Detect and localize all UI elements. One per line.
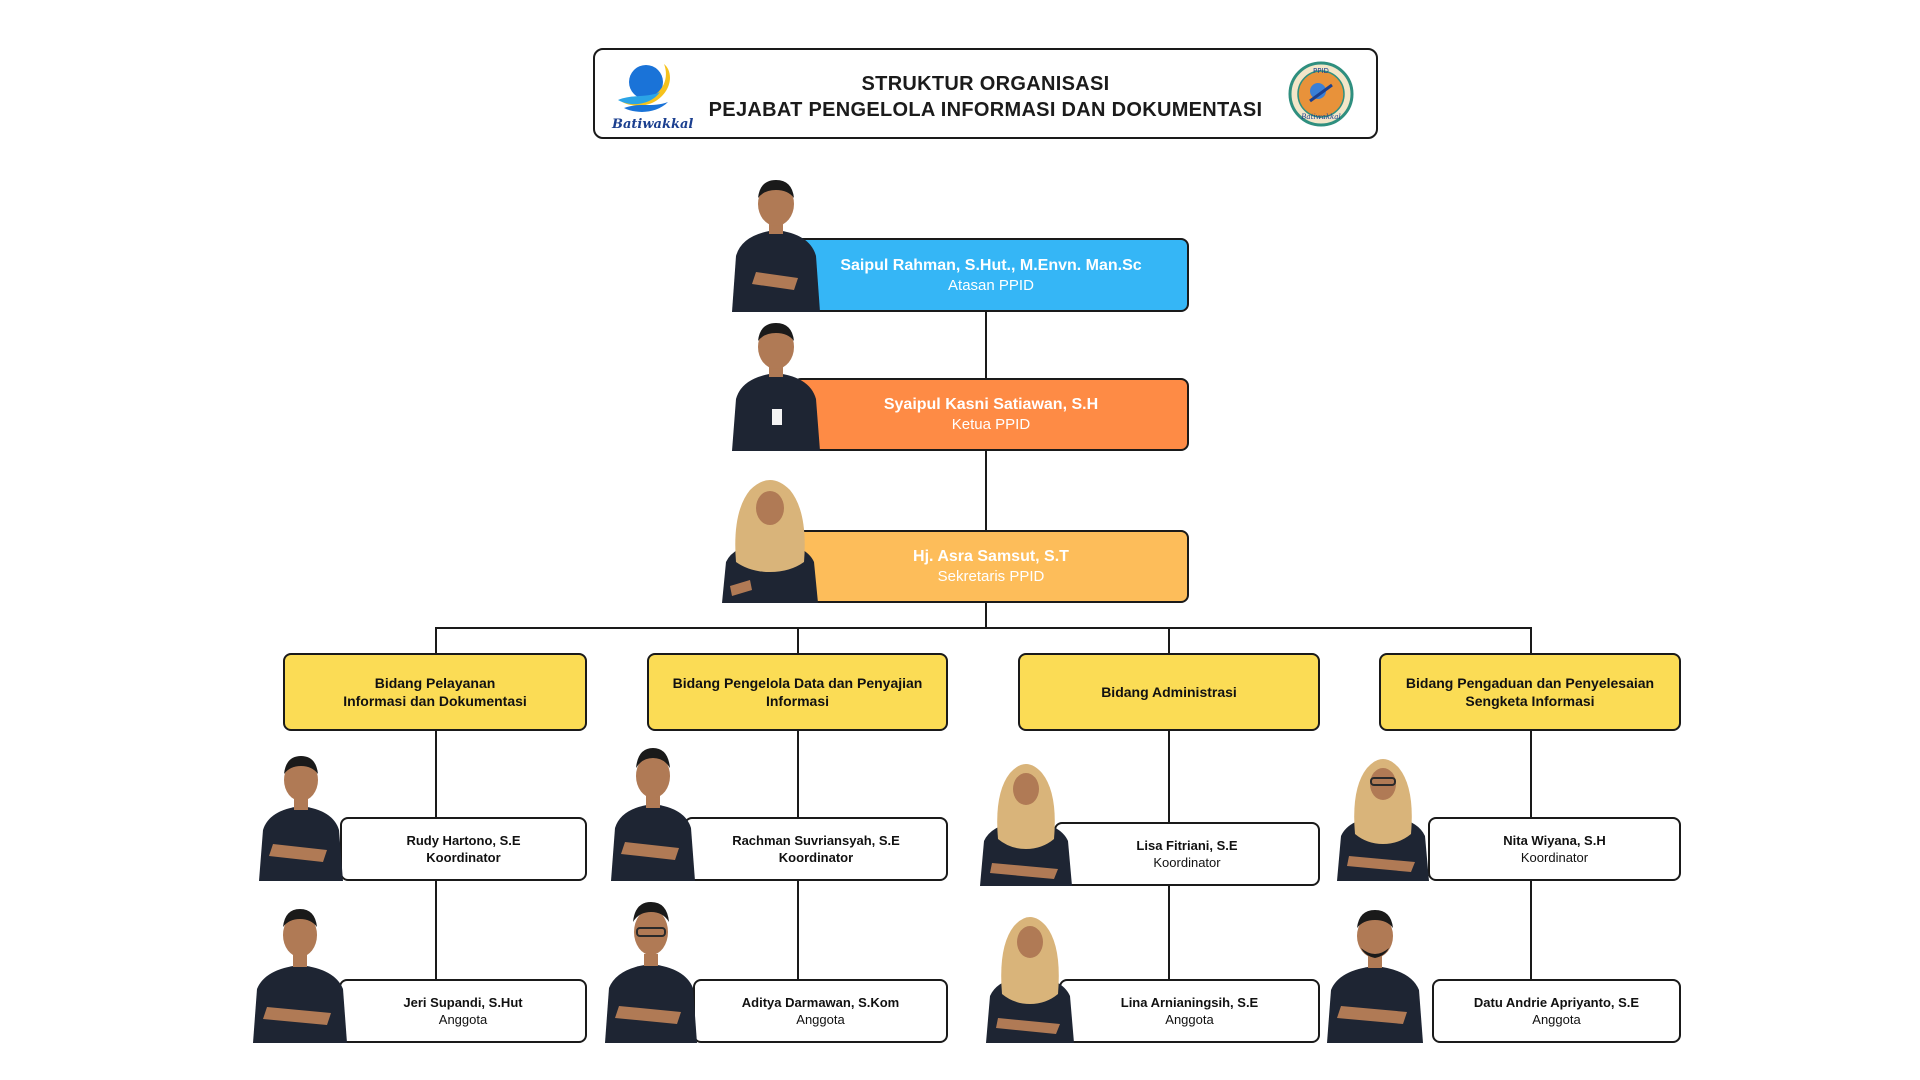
division-title-line-1: Bidang Administrasi <box>1101 684 1237 700</box>
leader-box-ketua: Syaipul Kasni Satiawan, S.H Ketua PPID <box>793 378 1189 451</box>
portrait-photo <box>728 315 824 451</box>
portrait-photo <box>978 745 1074 886</box>
member-role: Koordinator <box>1520 850 1589 865</box>
portrait-photo <box>607 736 699 881</box>
member-box: Lina Arnianingsih, S.E Anggota <box>1059 979 1320 1043</box>
member-role: Koordinator <box>778 850 854 865</box>
portrait-photo <box>984 898 1076 1043</box>
connector-line <box>985 451 987 530</box>
leader-role: Atasan PPID <box>948 276 1034 294</box>
leader-role: Sekretaris PPID <box>937 568 1045 585</box>
member-name: Rudy Hartono, S.E <box>406 833 521 848</box>
division-title-line-1: Bidang Pengelola Data dan Penyajian <box>672 675 923 691</box>
leader-name: Saipul Rahman, S.Hut., M.Envn. Man.Sc <box>840 256 1142 274</box>
title-line-1: STRUKTUR ORGANISASI <box>861 73 1110 95</box>
member-role: Anggota <box>438 1012 488 1027</box>
coordinator-box: Nita Wiyana, S.H Koordinator <box>1428 817 1681 881</box>
portrait-photo <box>728 168 824 312</box>
division-title-line-1: Bidang Pengaduan dan Penyelesaian <box>1405 675 1655 691</box>
division-title-line-2: Sengketa Informasi <box>1465 693 1595 709</box>
leader-box-sekretaris: Hj. Asra Samsut, S.T Sekretaris PPID <box>793 530 1189 603</box>
logo-right-top: PPID <box>1313 67 1329 75</box>
member-role: Anggota <box>796 1012 845 1027</box>
division-title-line-2: Informasi dan Dokumentasi <box>343 693 527 709</box>
connector-line <box>985 603 987 629</box>
connector-line <box>985 312 987 378</box>
portrait-photo <box>603 892 699 1043</box>
division-title-line-2: Informasi <box>765 693 829 709</box>
connector-line <box>435 627 437 653</box>
member-name: Lisa Fitriani, S.E <box>1136 838 1238 853</box>
portrait-photo <box>251 899 349 1043</box>
logo-left-text: Batiwakkal <box>612 117 694 132</box>
leader-name: Hj. Asra Samsut, S.T <box>913 548 1069 565</box>
portrait-photo <box>255 746 347 881</box>
leader-role: Ketua PPID <box>951 416 1031 433</box>
coordinator-box: Lisa Fitriani, S.E Koordinator <box>1054 822 1320 886</box>
title-line-2: PEJABAT PENGELOLA INFORMASI DAN DOKUMENT… <box>708 99 1263 121</box>
member-role: Koordinator <box>1153 855 1221 870</box>
portrait-photo <box>1335 740 1431 881</box>
member-name: Datu Andrie Apriyanto, S.E <box>1473 995 1640 1010</box>
member-box: Aditya Darmawan, S.Kom Anggota <box>693 979 948 1043</box>
member-name: Jeri Supandi, S.Hut <box>403 995 523 1010</box>
connector-line <box>435 627 1532 629</box>
member-name: Rachman Suvriansyah, S.E <box>732 833 900 848</box>
logo-right-bottom: Batiwakkal <box>1300 113 1340 121</box>
connector-line <box>1530 627 1532 653</box>
division-box: Bidang Administrasi <box>1018 653 1320 731</box>
leader-name: Syaipul Kasni Satiawan, S.H <box>883 396 1099 413</box>
coordinator-box: Rudy Hartono, S.E Koordinator <box>340 817 587 881</box>
member-role: Koordinator <box>426 850 501 865</box>
connector-line <box>1168 627 1170 653</box>
connector-line <box>797 627 799 653</box>
batiwakkal-logo: Batiwakkal <box>612 58 694 132</box>
division-title-line-1: Bidang Pelayanan <box>374 675 496 691</box>
member-name: Lina Arnianingsih, S.E <box>1120 995 1259 1010</box>
coordinator-box: Rachman Suvriansyah, S.E Koordinator <box>684 817 948 881</box>
portrait-photo <box>1325 902 1425 1043</box>
member-name: Nita Wiyana, S.H <box>1503 833 1606 848</box>
member-box: Jeri Supandi, S.Hut Anggota <box>339 979 587 1043</box>
member-box: Datu Andrie Apriyanto, S.E Anggota <box>1432 979 1681 1043</box>
title-banner: Batiwakkal STRUKTUR ORGANISASI PEJABAT P… <box>593 48 1378 139</box>
member-role: Anggota <box>1165 1012 1214 1027</box>
ppid-logo: PPID Batiwakkal <box>1288 61 1354 127</box>
leader-box-atasan: Saipul Rahman, S.Hut., M.Envn. Man.Sc At… <box>793 238 1189 312</box>
page-title: STRUKTUR ORGANISASI PEJABAT PENGELOLA IN… <box>595 71 1376 123</box>
member-name: Aditya Darmawan, S.Kom <box>741 995 900 1010</box>
portrait-photo <box>720 462 820 603</box>
member-role: Anggota <box>1532 1012 1581 1027</box>
